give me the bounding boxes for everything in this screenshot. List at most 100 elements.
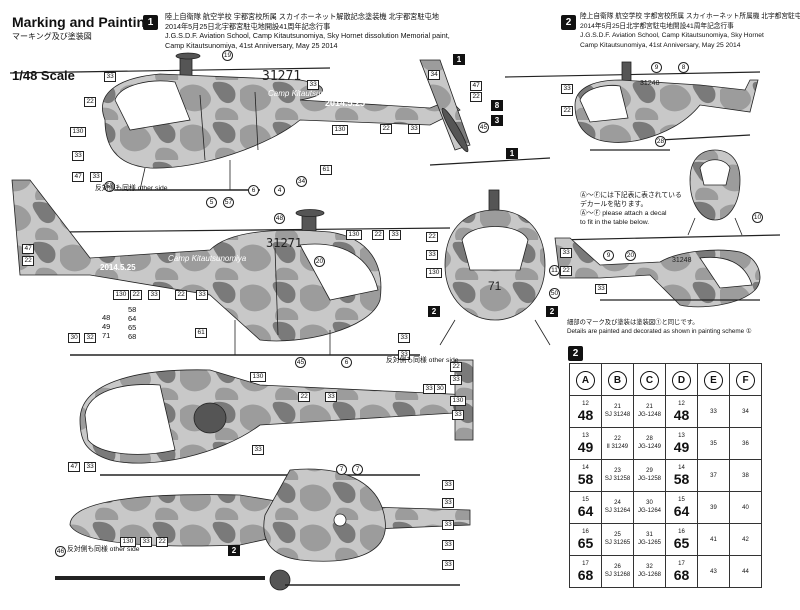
- tag-22-j: 22: [298, 392, 311, 402]
- tag-130-f: 130: [450, 396, 466, 406]
- tag-33-f: 33: [426, 250, 439, 260]
- tag-130-b: 130: [332, 125, 348, 135]
- circ-57: 57: [104, 181, 115, 192]
- tag-33-a: 33: [104, 72, 117, 82]
- tag-22-e: 22: [22, 256, 35, 266]
- camp-side: Camp Kitautsunomiya: [268, 89, 347, 98]
- tag-47-d: 47: [68, 462, 81, 472]
- circ-4: 4: [274, 185, 285, 196]
- circ-11: 11: [549, 265, 560, 276]
- s2-tag-33b: 33: [560, 248, 573, 258]
- tag-130-d: 130: [113, 290, 129, 300]
- circ-46: 46: [55, 546, 66, 557]
- scheme2-decal-note: Ⓐ～Ⓕには下記表に表されている デカールを貼ります。 Ⓐ～Ⓕ please at…: [580, 192, 682, 226]
- tag-22-k: 22: [156, 537, 169, 547]
- tag-33-k: 33: [398, 350, 411, 360]
- black-tag-1: 1: [453, 54, 465, 65]
- tag-22-b: 22: [380, 124, 393, 134]
- circ-20: 20: [314, 256, 325, 267]
- scheme2-caption: 陸上自衛隊 航空学校 宇都宮校所属 スカイホーネット所属機 北宇都宮駐屯地 20…: [580, 13, 800, 49]
- tag-33-l: 33: [450, 375, 463, 385]
- tag-130-e: 130: [346, 230, 362, 240]
- tag-47-c: 47: [22, 244, 35, 254]
- s2-tag-33: 33: [561, 84, 574, 94]
- tag-22-a: 22: [84, 97, 97, 107]
- s2-tag-22b: 22: [560, 266, 573, 276]
- scheme2-front: [659, 134, 751, 236]
- header-a: A: [569, 363, 602, 396]
- tag-33-d: 33: [307, 80, 320, 90]
- scheme1-caption: 陸上自衛隊 航空学校 宇都宮校所属 スカイホーネット解散記念塗装機 北宇都宮駐屯…: [165, 12, 450, 50]
- tag-33-r: 33: [140, 537, 153, 547]
- tag-33-t: 33: [442, 498, 455, 508]
- tag-33-w: 33: [442, 560, 455, 570]
- black-tag-2a: 2: [428, 306, 440, 317]
- circ-48: 48: [274, 213, 285, 224]
- circ-54: 34: [296, 176, 307, 187]
- tag-33-p: 33: [252, 445, 265, 455]
- circ-7: 7: [336, 464, 347, 475]
- serial-side-2: 31271: [266, 236, 302, 250]
- header-e: E: [697, 363, 730, 396]
- s2-tag-33c: 33: [595, 284, 608, 294]
- serial-2a: 31248: [640, 80, 660, 87]
- table-badge: 2: [568, 343, 583, 361]
- tag-47-a: 47: [72, 172, 85, 182]
- tag-33-i: 33: [389, 230, 402, 240]
- tag-33-h: 33: [196, 290, 209, 300]
- tag-30: 30: [68, 333, 81, 343]
- tag-33-u: 33: [442, 520, 455, 530]
- circ-45: 45: [478, 122, 489, 133]
- s2-circ-20: 20: [625, 250, 636, 261]
- tag-61-a: 61: [320, 165, 333, 175]
- other-side-note-b: 反対側も同様 other side: [95, 185, 168, 192]
- s2-circ-8: 8: [678, 62, 689, 73]
- header-f: F: [729, 363, 762, 396]
- s2-circ-28: 28: [655, 136, 666, 147]
- header-b: B: [601, 363, 634, 396]
- tag-33-b: 33: [72, 151, 85, 161]
- tag-33-g: 33: [148, 290, 161, 300]
- tag-30-b: 30: [434, 384, 447, 394]
- tag-33-c: 33: [90, 172, 103, 182]
- black-tag-1b: 1: [506, 148, 518, 159]
- tag-61-b: 61: [195, 328, 208, 338]
- page-subtitle: マーキング及び塗装図: [12, 32, 92, 41]
- tag-32: 32: [84, 333, 97, 343]
- scheme2-side-a: 31248: [504, 61, 761, 151]
- circ-5: 5: [206, 197, 217, 208]
- circ-57-b: 57: [223, 197, 234, 208]
- tag-47-b: 47: [470, 81, 483, 91]
- tag-22-c: 22: [470, 92, 483, 102]
- circ-50: 50: [549, 288, 560, 299]
- camp-side-2: Camp Kitautsunomiya: [168, 254, 247, 263]
- tag-22-h: 22: [372, 230, 385, 240]
- date-side: 2014.5.25: [325, 98, 365, 108]
- tag-22-g: 22: [175, 290, 188, 300]
- other-side-note-c: 反対側も同様 other side: [67, 546, 140, 553]
- scheme1-badge: 1: [143, 12, 158, 30]
- scheme2-same-note: 細部のマーク及び塗装は塗装図①と同じです。 Details are painte…: [567, 319, 752, 335]
- tag-33-n: 33: [452, 410, 465, 420]
- other-side-note-a: 反対側も同様 other side: [386, 357, 459, 364]
- circ-6: 6: [248, 185, 259, 196]
- black-tag-2c: 2: [228, 545, 240, 556]
- s2-circ-9b: 9: [603, 250, 614, 261]
- tag-33-s: 33: [442, 480, 455, 490]
- page-title: Marking and Painting: [12, 14, 154, 30]
- scheme2-side-b: 31248: [554, 234, 781, 308]
- side-view-1: 31271 2014.5.25 Camp Kitautsunomiya: [9, 52, 471, 191]
- circ-19: 19: [222, 50, 233, 61]
- tag-22-i: 22: [450, 362, 463, 372]
- s2-circ-10: 10: [752, 212, 763, 223]
- scheme2-badge: 2: [561, 12, 576, 30]
- tag-130-a: 130: [70, 127, 86, 137]
